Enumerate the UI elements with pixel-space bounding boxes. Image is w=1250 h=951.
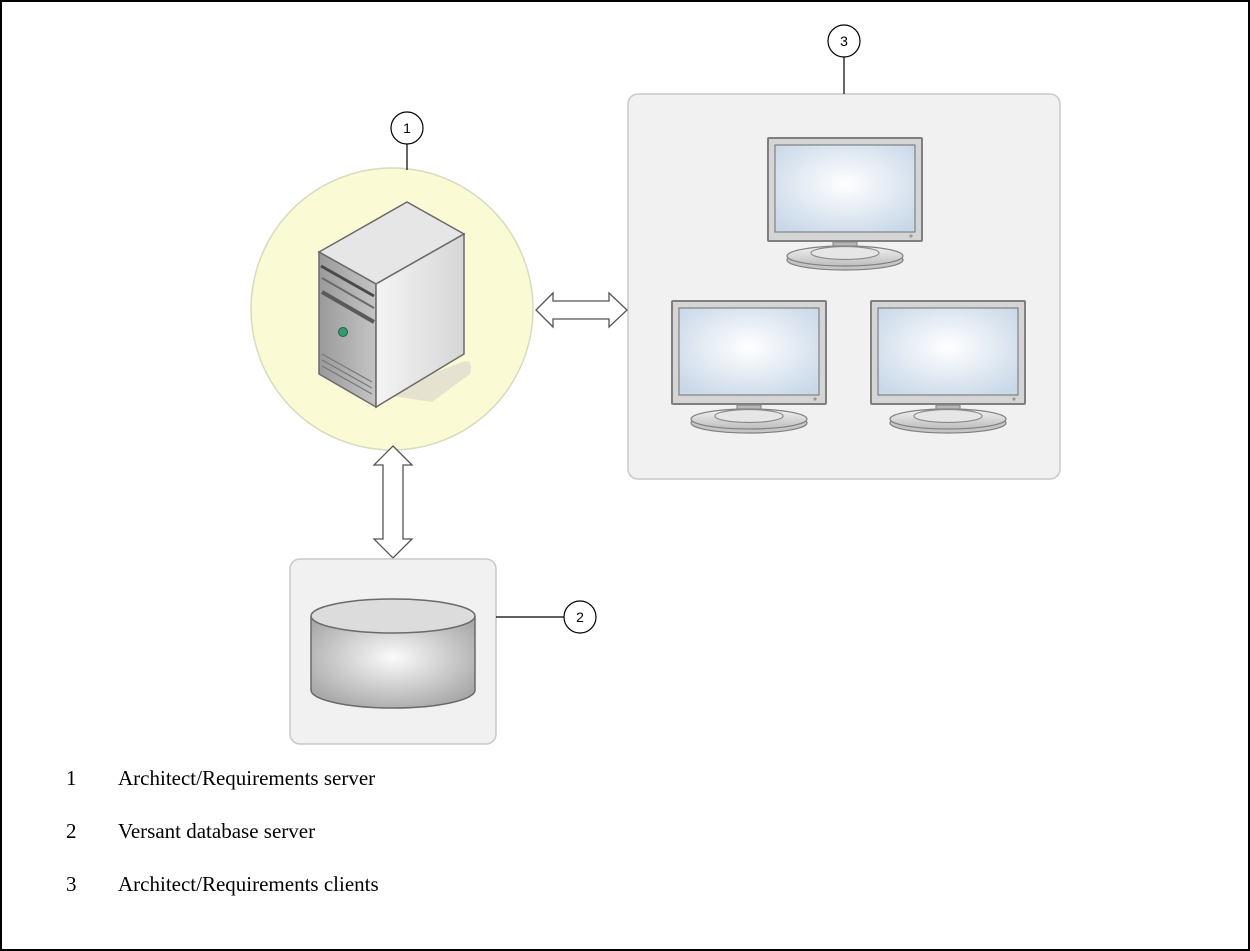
- callout-database: [496, 600, 597, 634]
- double-arrow-icon: [372, 445, 414, 559]
- legend-number: 1: [66, 766, 77, 790]
- legend-number: 2: [66, 819, 77, 843]
- legend-text: Versant database server: [118, 819, 316, 843]
- double-arrow-icon: [535, 291, 628, 329]
- legend-text: Architect/Requirements server: [118, 766, 376, 790]
- database-cylinder-icon: [310, 598, 476, 709]
- callout-label-1: 1: [403, 120, 411, 136]
- legend-item: 3 Architect/Requirements clients: [66, 870, 379, 898]
- callout-label-2: 2: [576, 609, 584, 625]
- callout-label-3: 3: [840, 33, 848, 49]
- callout-clients: [827, 24, 861, 94]
- server-tower-icon: [317, 201, 471, 409]
- callout-server: [390, 111, 424, 170]
- legend: 1 Architect/Requirements server 2 Versant …: [66, 764, 379, 923]
- legend-item: 1 Architect/Requirements server: [66, 764, 379, 792]
- legend-number: 3: [66, 872, 77, 896]
- legend-item: 2 Versant database server: [66, 817, 379, 845]
- legend-text: Architect/Requirements clients: [118, 872, 379, 896]
